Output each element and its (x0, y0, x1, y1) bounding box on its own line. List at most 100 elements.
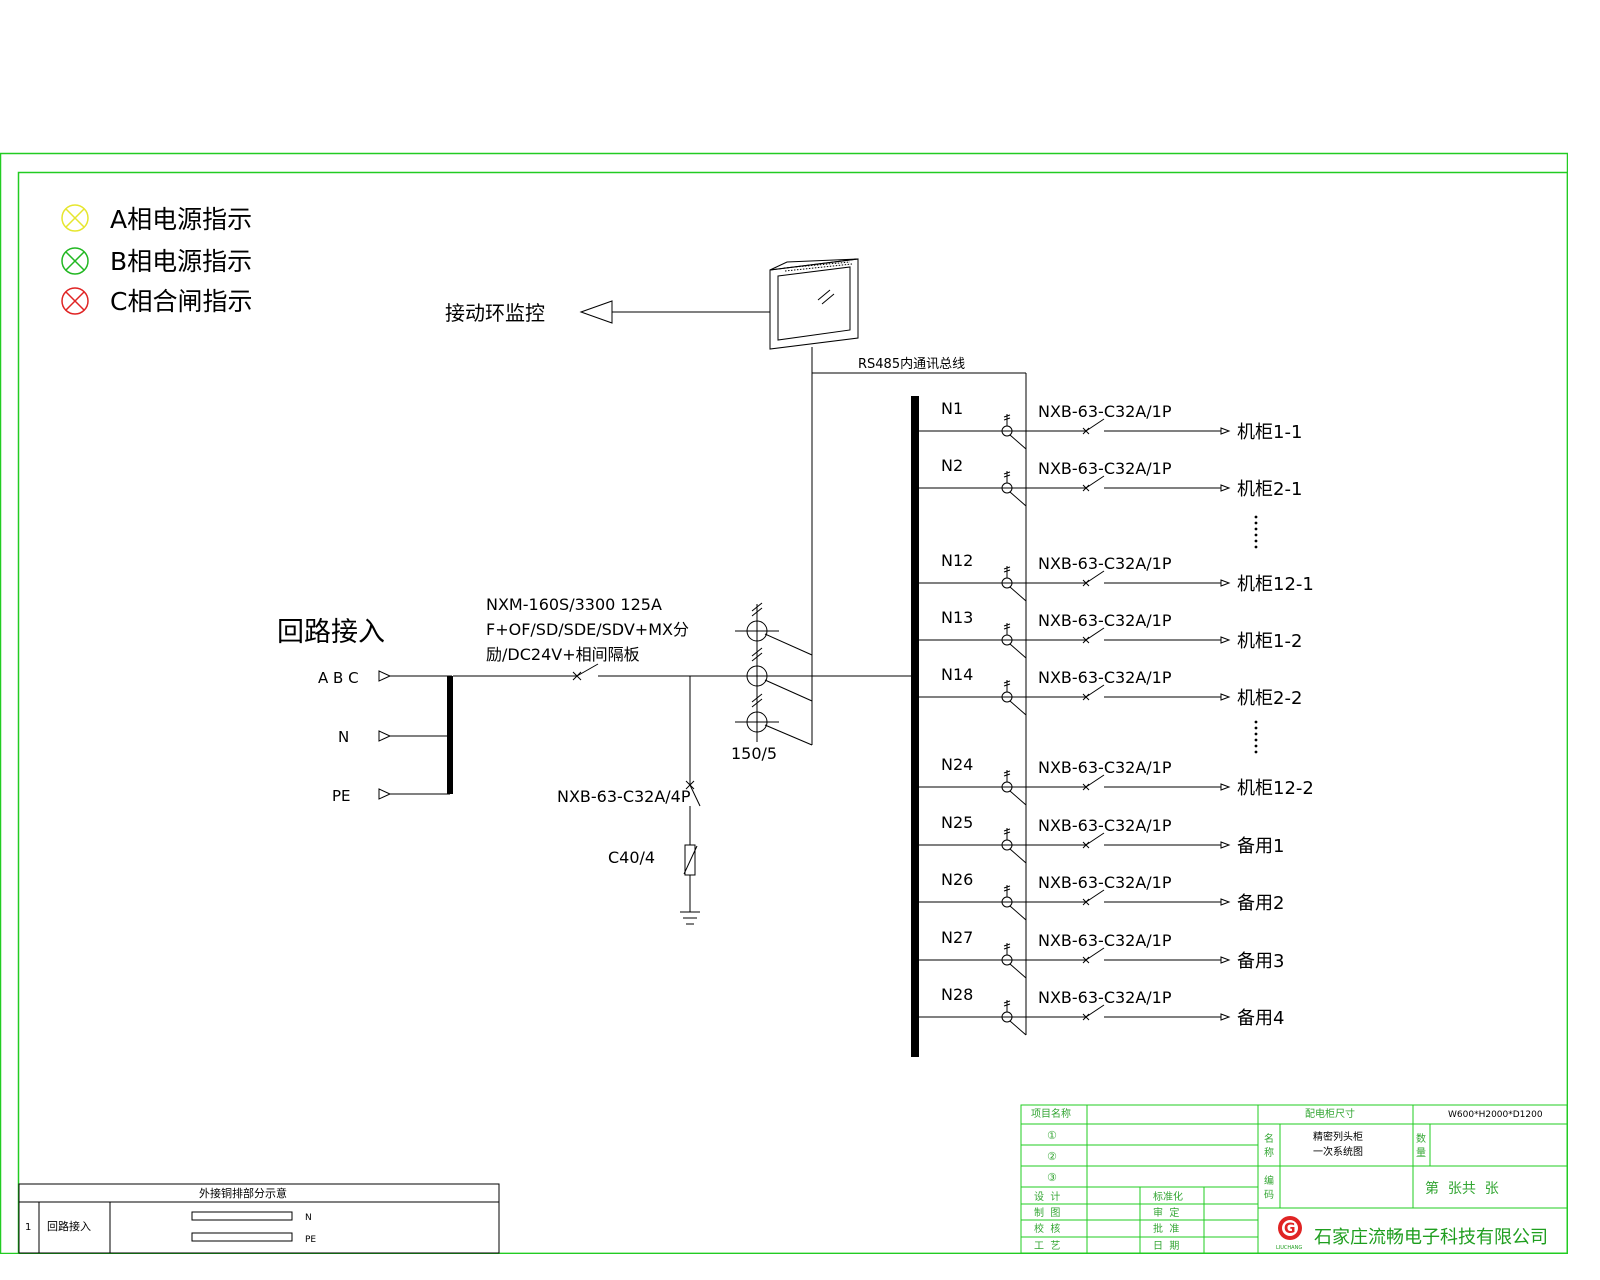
branch-load-label: 机柜2-1 (1237, 479, 1302, 500)
spd-label: C40/4 (608, 848, 655, 867)
tb-check: 校 核 (1034, 1222, 1060, 1235)
branch-id-label: N14 (941, 665, 973, 684)
tb-cabinet-size: W600*H2000*D1200 (1448, 1110, 1543, 1120)
branch-load-label: 机柜12-1 (1237, 574, 1314, 595)
tb-circle-3: ③ (1047, 1171, 1057, 1184)
company-name: 石家庄流畅电子科技有限公司 (1314, 1227, 1548, 1248)
tb-code-label-2: 码 (1264, 1189, 1274, 1201)
main-breaker-accessories-2: 励/DC24V+相间隔板 (486, 645, 640, 664)
tb-name-label-2: 称 (1264, 1146, 1274, 1159)
main-breaker-model: NXM-160S/3300 125A (486, 595, 662, 614)
branch-breaker-label: NXB-63-C32A/1P (1038, 554, 1172, 573)
monitor-screen-icon (769, 258, 859, 350)
branch-breaker-label: NXB-63-C32A/1P (1038, 816, 1172, 835)
branch-n2 (919, 471, 1231, 507)
branch-n24 (919, 770, 1231, 806)
branch-n25 (919, 828, 1231, 864)
output-busbar (911, 396, 919, 1057)
branch-n12 (919, 566, 1231, 602)
tb-review: 审 定 (1153, 1206, 1179, 1219)
title-block (1020, 1104, 1568, 1254)
monitor-label: 接动环监控 (445, 301, 545, 325)
branch-n26 (919, 885, 1231, 921)
tb-circle-2: ② (1047, 1150, 1057, 1163)
branch-load-label: 机柜1-2 (1237, 631, 1302, 652)
branch-id-label: N25 (941, 813, 973, 832)
branch-id-label: N12 (941, 551, 973, 570)
schematic-sheet: A相电源指示 B相电源指示 C相合闸指示 接动环监控 RS485内通讯总线 (0, 152, 1569, 1255)
branch-load-label: 机柜1-1 (1237, 422, 1302, 443)
branch-load-label: 备用4 (1237, 1008, 1284, 1029)
branch-load-label: 备用3 (1237, 951, 1284, 972)
branch-n28 (919, 1000, 1231, 1036)
logo-sub: LIUCHANG (1276, 1245, 1302, 1251)
copper-bar-pe-label: PE (305, 1235, 316, 1245)
branch-n14 (919, 680, 1231, 716)
input-busbar (447, 676, 453, 794)
input-pe-label: PE (332, 787, 351, 805)
branch-breaker-label: NXB-63-C32A/1P (1038, 873, 1172, 892)
current-transformer-icons (735, 602, 813, 746)
logo-letter: G (1284, 1221, 1296, 1237)
branch-load-label: 机柜2-2 (1237, 688, 1302, 709)
branch-n1 (919, 414, 1231, 450)
inner-frame (17, 171, 1569, 1255)
branch-load-label: 备用2 (1237, 893, 1284, 914)
input-n-label: N (338, 728, 349, 746)
legend-b-lamp-icon (61, 247, 89, 275)
branch-n27 (919, 943, 1231, 979)
tb-qty-label: 数 (1416, 1132, 1426, 1145)
tb-code-label: 编 (1264, 1174, 1274, 1187)
tb-draw: 制 图 (1034, 1206, 1060, 1219)
continuation-dots (1254, 515, 1258, 754)
branch-load-label: 机柜12-2 (1237, 778, 1314, 799)
tb-sheet-count: 第 张共 张 (1425, 1180, 1499, 1197)
tb-project-name: 项目名称 (1031, 1107, 1071, 1120)
legend-c-label: C相合闸指示 (110, 287, 252, 316)
incoming-title: 回路接入 (277, 617, 385, 648)
copper-bar-n-label: N (305, 1213, 312, 1223)
branch-id-label: N24 (941, 755, 973, 774)
branch-id-label: N26 (941, 870, 973, 889)
tb-qty-label-2: 量 (1416, 1147, 1426, 1159)
branch-id-label: N1 (941, 399, 963, 418)
input-abc-label: A B C (318, 669, 359, 687)
schematic-drawing: A相电源指示 B相电源指示 C相合闸指示 接动环监控 RS485内通讯总线 (0, 152, 1569, 1255)
copper-table-title: 外接铜排部分示意 (199, 1186, 287, 1200)
branch-id-label: N27 (941, 928, 973, 947)
branch-breaker-label: NXB-63-C32A/1P (1038, 459, 1172, 478)
main-breaker-symbol (453, 663, 912, 681)
branch-breaker-label: NXB-63-C32A/1P (1038, 402, 1172, 421)
copper-table-row-name: 回路接入 (47, 1220, 91, 1233)
branch-breaker-label: NXB-63-C32A/1P (1038, 758, 1172, 777)
branch-id-label: N13 (941, 608, 973, 627)
legend-c-lamp-icon (61, 287, 89, 315)
branch-breaker-label: NXB-63-C32A/1P (1038, 931, 1172, 950)
branch-breaker-label: NXB-63-C32A/1P (1038, 668, 1172, 687)
branch-breaker-label: NXB-63-C32A/1P (1038, 611, 1172, 630)
tb-process: 工 艺 (1034, 1240, 1060, 1252)
branch-id-label: N2 (941, 456, 963, 475)
tb-drawing-name-1: 精密列头柜 (1313, 1130, 1363, 1143)
tb-name-label: 名 (1264, 1132, 1274, 1145)
rs485-bus-label: RS485内通讯总线 (858, 356, 965, 372)
input-terminal-icons (378, 670, 452, 800)
legend-a-lamp-icon (61, 204, 89, 232)
main-breaker-accessories: F+OF/SD/SDE/SDV+MX分 (486, 620, 689, 639)
copper-table (18, 1183, 500, 1254)
outer-frame (0, 152, 1569, 1255)
tb-approve: 批 准 (1153, 1222, 1179, 1235)
company-logo: G LIUCHANG (1276, 1216, 1302, 1251)
branch-load-label: 备用1 (1237, 836, 1284, 857)
copper-table-row-no: 1 (25, 1222, 31, 1233)
monitor-output-arrow-icon (579, 300, 770, 324)
tb-cabinet-size-label: 配电柜尺寸 (1305, 1107, 1355, 1120)
rs485-bus-line (811, 347, 1027, 1035)
ct-ratio-label: 150/5 (731, 744, 777, 763)
branch-breaker-label: NXB-63-C32A/1P (1038, 988, 1172, 1007)
tb-design: 设 计 (1034, 1190, 1060, 1203)
legend-b-label: B相电源指示 (110, 247, 252, 276)
spd-branch-symbol (680, 676, 701, 925)
tb-circle-1: ① (1047, 1129, 1057, 1142)
